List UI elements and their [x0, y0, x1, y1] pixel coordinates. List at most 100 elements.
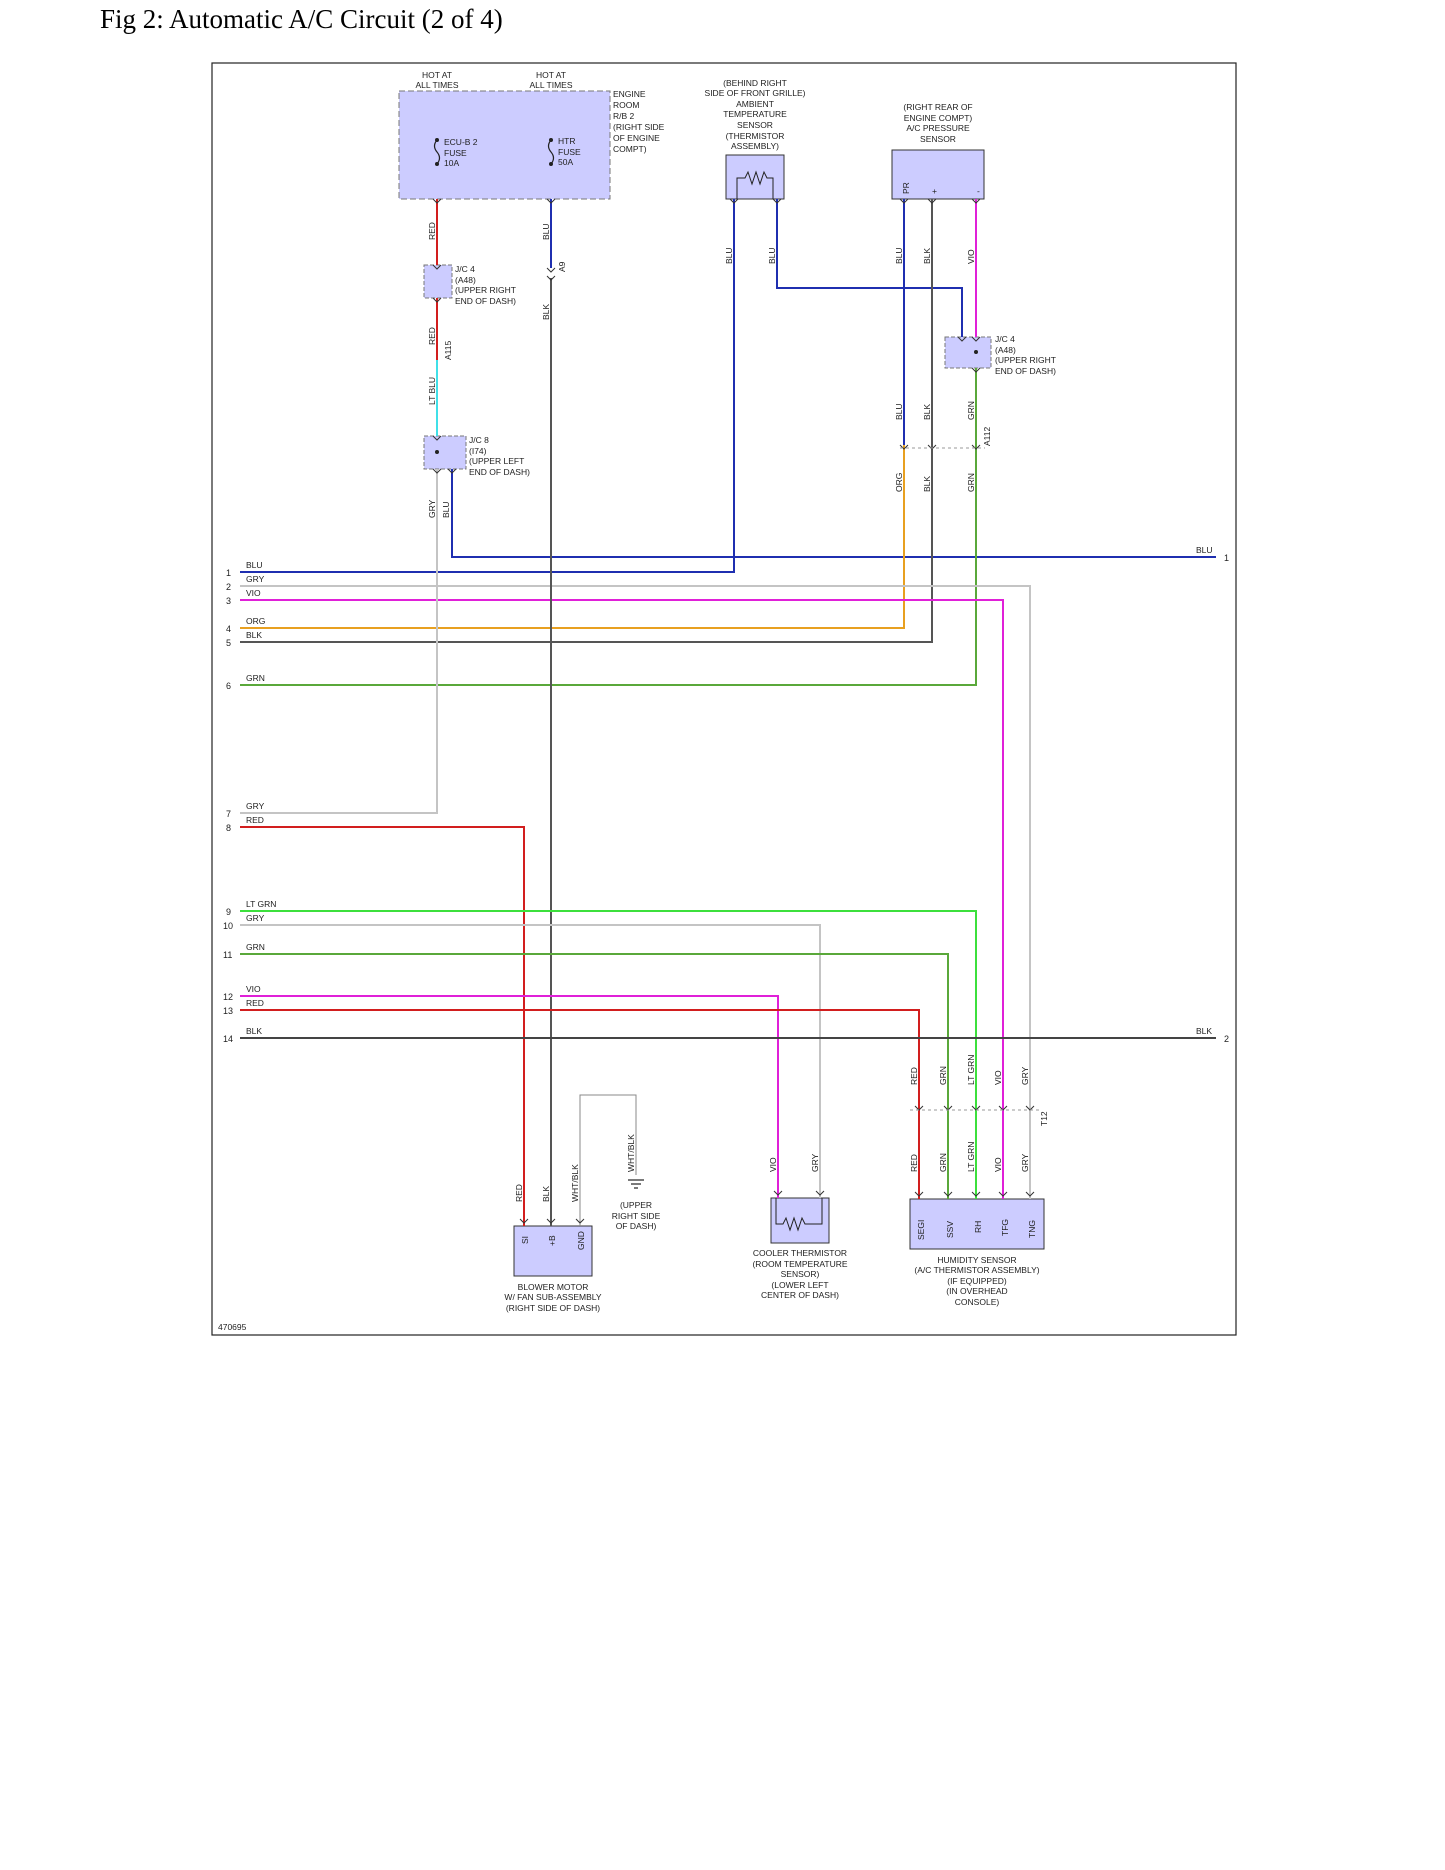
svg-text:BLK: BLK	[922, 404, 932, 420]
svg-text:BLK: BLK	[922, 476, 932, 492]
svg-text:BLU: BLU	[894, 403, 904, 420]
svg-text:END OF DASH): END OF DASH)	[469, 467, 530, 477]
svg-text:(UPPER: (UPPER	[620, 1200, 652, 1210]
left-terminals: 1 BLU 2 GRY 3 VIO 4 ORG 5 BLK 6 GRN 7 GR…	[223, 560, 276, 1044]
svg-text:J/C 4: J/C 4	[995, 334, 1015, 344]
svg-text:GRY: GRY	[810, 1153, 820, 1172]
svg-text:BLOWER MOTOR: BLOWER MOTOR	[518, 1282, 589, 1292]
svg-text:A9: A9	[557, 261, 567, 272]
svg-text:(UPPER LEFT: (UPPER LEFT	[469, 456, 524, 466]
svg-text:GRN: GRN	[938, 1153, 948, 1172]
svg-text:BLK: BLK	[541, 304, 551, 320]
svg-text:2: 2	[226, 582, 231, 592]
svg-text:8: 8	[226, 823, 231, 833]
svg-text:RED: RED	[427, 327, 437, 345]
svg-text:LT GRN: LT GRN	[246, 899, 276, 909]
wire-gry-10	[240, 924, 821, 1198]
svg-text:RED: RED	[427, 222, 437, 240]
svg-text:GRY: GRY	[246, 913, 265, 923]
pressure-sensor-label: (RIGHT REAR OF ENGINE COMPT) A/C PRESSUR…	[903, 102, 972, 144]
svg-text:BLK: BLK	[922, 248, 932, 264]
svg-text:1: 1	[1224, 553, 1229, 563]
svg-text:SSV: SSV	[945, 1221, 955, 1238]
svg-text:ORG: ORG	[894, 473, 904, 492]
svg-text:7: 7	[226, 809, 231, 819]
svg-text:GRN: GRN	[966, 473, 976, 492]
svg-text:(LOWER LEFT: (LOWER LEFT	[771, 1280, 828, 1290]
svg-text:BLU: BLU	[441, 501, 451, 518]
svg-text:BLU: BLU	[724, 247, 734, 264]
svg-text:TEMPERATURE: TEMPERATURE	[723, 109, 787, 119]
page-title: Fig 2: Automatic A/C Circuit (2 of 4)	[100, 4, 503, 34]
svg-text:3: 3	[226, 596, 231, 606]
svg-text:A112: A112	[982, 427, 992, 446]
svg-text:COMPT): COMPT)	[613, 144, 647, 154]
pressure-sensor-box	[891, 149, 985, 200]
svg-text:RED: RED	[514, 1184, 524, 1202]
wire-blu-ambient-2	[776, 199, 963, 337]
jc4-right-label: J/C 4 (A48) (UPPER RIGHT END OF DASH)	[995, 334, 1056, 376]
svg-text:HOT AT: HOT AT	[422, 70, 452, 80]
engine-room-rb2-box	[398, 90, 611, 200]
blower-label: BLOWER MOTOR W/ FAN SUB-ASSEMBLY (RIGHT …	[504, 1282, 601, 1313]
ambient-thermistor-symbol	[736, 170, 774, 199]
svg-text:A115: A115	[443, 341, 453, 360]
svg-text:12: 12	[223, 992, 233, 1002]
svg-text:W/ FAN SUB-ASSEMBLY: W/ FAN SUB-ASSEMBLY	[504, 1292, 601, 1302]
svg-text:+B: +B	[547, 1235, 557, 1246]
svg-text:HOT AT: HOT AT	[536, 70, 566, 80]
svg-text:PR: PR	[901, 182, 911, 194]
svg-text:GRN: GRN	[966, 401, 976, 420]
jc4-top-label: J/C 4 (A48) (UPPER RIGHT END OF DASH)	[455, 264, 516, 306]
svg-text:ORG: ORG	[246, 616, 265, 626]
svg-text:RIGHT SIDE: RIGHT SIDE	[612, 1211, 661, 1221]
wire-org	[240, 445, 905, 629]
svg-text:10: 10	[223, 921, 233, 931]
wire-vio-12	[240, 995, 779, 1198]
splice-icon	[435, 138, 978, 454]
wire-red-13	[240, 1009, 920, 1199]
jc8-box	[423, 435, 467, 470]
svg-text:(IF EQUIPPED): (IF EQUIPPED)	[947, 1276, 1007, 1286]
svg-text:END OF DASH): END OF DASH)	[995, 366, 1056, 376]
humidity-pins: SEGI SSV RH TFG TNG	[916, 1219, 1037, 1240]
svg-text:GRN: GRN	[246, 942, 265, 952]
svg-text:TNG: TNG	[1027, 1220, 1037, 1238]
svg-text:(BEHIND RIGHT: (BEHIND RIGHT	[723, 78, 787, 88]
svg-text:FUSE: FUSE	[444, 148, 467, 158]
jc4-right-box	[944, 336, 992, 369]
fuse-icon	[433, 139, 555, 165]
svg-text:(ROOM TEMPERATURE: (ROOM TEMPERATURE	[752, 1259, 847, 1269]
svg-text:GRN: GRN	[938, 1066, 948, 1085]
svg-text:VIO: VIO	[993, 1157, 1003, 1172]
supply-labels: HOT AT ALL TIMES HOT AT ALL TIMES	[416, 70, 573, 90]
ground-label: (UPPER RIGHT SIDE OF DASH)	[612, 1200, 661, 1231]
svg-text:BLU: BLU	[767, 247, 777, 264]
svg-text:BLU: BLU	[1196, 545, 1213, 555]
wire-red-8	[240, 826, 525, 1226]
svg-text:LT GRN: LT GRN	[966, 1142, 976, 1172]
svg-text:RED: RED	[246, 998, 264, 1008]
svg-text:(A48): (A48)	[455, 275, 476, 285]
pressure-pins: PR + -	[901, 182, 980, 196]
svg-text:TFG: TFG	[1000, 1219, 1010, 1236]
svg-text:VIO: VIO	[966, 249, 976, 264]
svg-text:SENSOR: SENSOR	[920, 134, 956, 144]
svg-text:HUMIDITY SENSOR: HUMIDITY SENSOR	[937, 1255, 1016, 1265]
svg-text:(UPPER RIGHT: (UPPER RIGHT	[995, 355, 1056, 365]
jc8-label: J/C 8 (I74) (UPPER LEFT END OF DASH)	[469, 435, 530, 477]
svg-text:ASSEMBLY): ASSEMBLY)	[731, 141, 779, 151]
right-terminals: 1 BLU 2 BLK	[1196, 545, 1229, 1044]
svg-text:GRN: GRN	[246, 673, 265, 683]
wire-grn-jc4	[240, 368, 977, 686]
svg-text:BLK: BLK	[541, 1186, 551, 1202]
svg-text:CENTER OF DASH): CENTER OF DASH)	[761, 1290, 839, 1300]
svg-text:4: 4	[226, 624, 231, 634]
svg-text:GRY: GRY	[246, 801, 265, 811]
svg-text:GRY: GRY	[1020, 1153, 1030, 1172]
connector-ids: A9 A115 A112 T12	[443, 261, 1049, 1126]
svg-text:(RIGHT SIDE: (RIGHT SIDE	[613, 122, 665, 132]
svg-text:FUSE: FUSE	[558, 147, 581, 157]
svg-text:SIDE OF FRONT GRILLE): SIDE OF FRONT GRILLE)	[705, 88, 806, 98]
